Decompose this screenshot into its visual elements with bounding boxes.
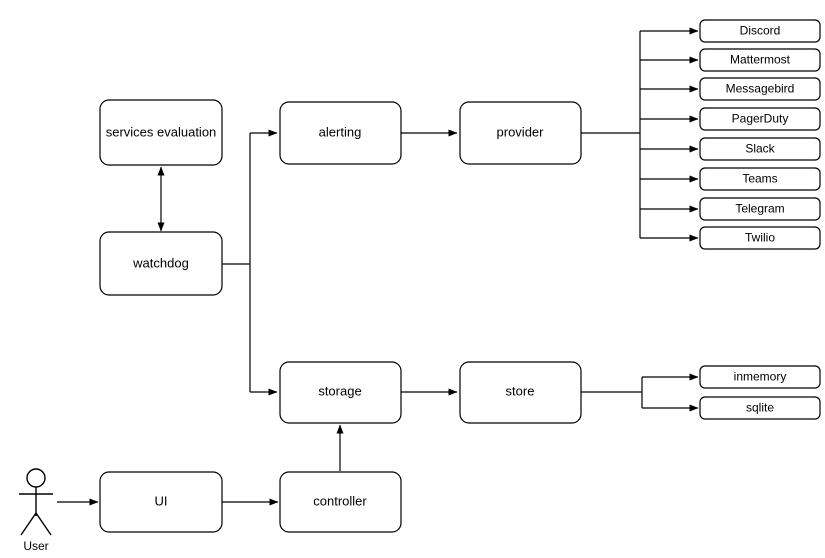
node-provider-slack-label: Slack	[745, 142, 775, 156]
node-provider-pagerduty-box[interactable]	[699, 107, 821, 131]
node-alerting-box[interactable]	[279, 101, 402, 165]
node-store-label: store	[506, 383, 535, 398]
node-storage-label: storage	[318, 383, 361, 398]
node-store-inmemory-label: inmemory	[734, 370, 787, 384]
node-storage-box[interactable]	[279, 361, 402, 424]
actor-user[interactable]: User	[19, 468, 53, 553]
node-watchdog-label: watchdog	[132, 255, 189, 270]
node-provider-twilio-label: Twilio	[745, 231, 775, 245]
node-provider-teams-box[interactable]	[699, 167, 821, 191]
node-provider-messagebird-label: Messagebird	[726, 82, 795, 96]
node-services-evaluation-label: services evaluation	[106, 124, 217, 139]
node-store-sqlite[interactable]: sqlite	[699, 396, 821, 420]
node-provider-telegram-box[interactable]	[699, 197, 821, 221]
node-controller[interactable]: controller	[279, 471, 402, 533]
node-provider-pagerduty[interactable]: PagerDuty	[699, 107, 821, 131]
node-provider-twilio-box[interactable]	[699, 226, 821, 250]
node-provider-twilio[interactable]: Twilio	[699, 226, 821, 250]
node-services-evaluation[interactable]: services evaluation	[99, 99, 223, 166]
node-provider-box[interactable]	[459, 101, 582, 165]
node-provider-mattermost-label: Mattermost	[730, 53, 791, 67]
node-storage[interactable]: storage	[279, 361, 402, 424]
node-provider-messagebird[interactable]: Messagebird	[699, 77, 821, 101]
node-provider-discord[interactable]: Discord	[699, 19, 821, 43]
node-store-sqlite-label: sqlite	[746, 401, 774, 415]
node-ui-label: UI	[155, 493, 168, 508]
node-store[interactable]: store	[459, 361, 582, 424]
node-ui[interactable]: UI	[99, 471, 223, 533]
actor-head	[26, 468, 46, 488]
node-watchdog[interactable]: watchdog	[99, 231, 223, 296]
node-provider-messagebird-box[interactable]	[699, 77, 821, 101]
node-provider-slack-box[interactable]	[699, 137, 821, 161]
node-controller-box[interactable]	[279, 471, 402, 533]
node-watchdog-box[interactable]	[99, 231, 223, 296]
node-store-box[interactable]	[459, 361, 582, 424]
node-provider-telegram-label: Telegram	[735, 202, 784, 216]
node-provider-telegram[interactable]: Telegram	[699, 197, 821, 221]
node-alerting[interactable]: alerting	[279, 101, 402, 165]
actor-leg-right	[35, 512, 52, 536]
node-services-evaluation-box[interactable]	[99, 99, 223, 166]
node-ui-box[interactable]	[99, 471, 223, 533]
node-provider-mattermost-box[interactable]	[699, 48, 821, 72]
node-provider-label: provider	[497, 124, 545, 139]
node-provider-slack[interactable]: Slack	[699, 137, 821, 161]
node-provider[interactable]: provider	[459, 101, 582, 165]
actor-user-label: User	[23, 539, 48, 553]
node-controller-label: controller	[313, 493, 367, 508]
node-provider-pagerduty-label: PagerDuty	[732, 112, 789, 126]
node-provider-discord-box[interactable]	[699, 19, 821, 43]
node-provider-discord-label: Discord	[740, 24, 781, 38]
node-store-sqlite-box[interactable]	[699, 396, 821, 420]
actor-leg-left	[20, 512, 37, 536]
node-provider-teams-label: Teams	[742, 172, 777, 186]
node-alerting-label: alerting	[319, 124, 362, 139]
node-store-inmemory-box[interactable]	[699, 365, 821, 389]
node-store-inmemory[interactable]: inmemory	[699, 365, 821, 389]
node-provider-mattermost[interactable]: Mattermost	[699, 48, 821, 72]
stick-figure-actor-icon	[19, 468, 53, 536]
node-provider-teams[interactable]: Teams	[699, 167, 821, 191]
